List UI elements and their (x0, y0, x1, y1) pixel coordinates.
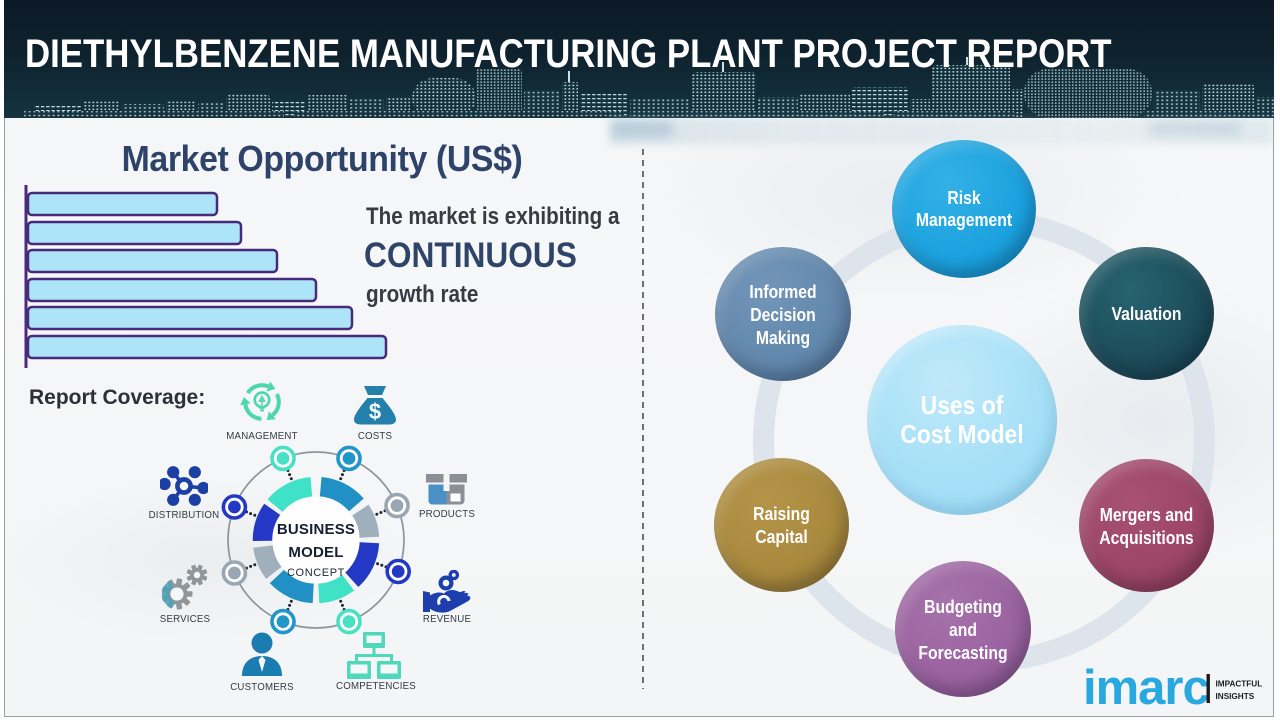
svg-text:CONCEPT: CONCEPT (287, 567, 345, 579)
svg-text:imarc: imarc (1083, 661, 1209, 711)
svg-text:$: $ (369, 399, 381, 424)
svg-text:BUSINESS: BUSINESS (277, 521, 355, 538)
svg-text:IMPACTFUL: IMPACTFUL (1216, 680, 1263, 689)
svg-text:INSIGHTS: INSIGHTS (1216, 692, 1255, 701)
svg-text:MODEL: MODEL (288, 544, 343, 561)
